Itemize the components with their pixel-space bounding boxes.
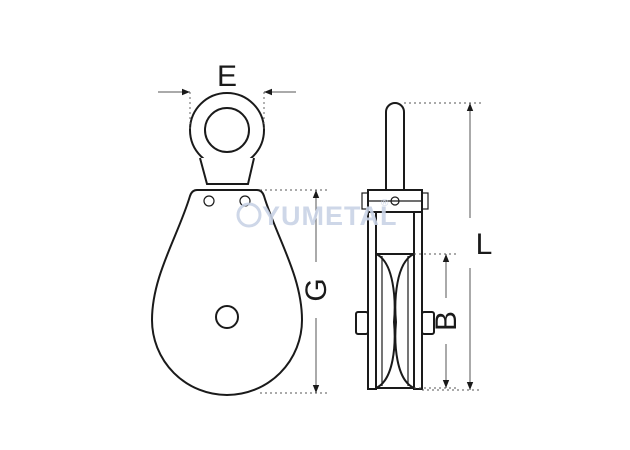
cheek-plate (150, 189, 304, 396)
side-view (355, 102, 435, 390)
side-eye-shank (385, 102, 405, 190)
dimension-b-label: B (430, 311, 463, 331)
rivet-left (203, 195, 215, 207)
side-head-bolt (390, 196, 400, 206)
watermark-logo: YUMETAL ® (236, 198, 398, 231)
dimension-l: L (404, 102, 493, 391)
side-plate-left (367, 211, 377, 390)
side-head-nut-left (361, 192, 369, 210)
side-head-nut-right (421, 192, 429, 210)
watermark-emblem-icon (236, 202, 262, 228)
dimension-g-label: G (300, 278, 333, 301)
watermark-text: YUMETAL (262, 201, 398, 231)
side-plate-right (413, 211, 423, 390)
axle-hole (215, 305, 239, 329)
eye-inner-hole (204, 107, 250, 153)
dimension-g: G (260, 189, 333, 394)
dimension-e-label: E (217, 60, 237, 93)
watermark-registered: ® (381, 198, 389, 209)
dimension-b: B (414, 253, 463, 389)
axle-end-left (355, 311, 369, 335)
dimension-l-label: L (476, 228, 493, 261)
eye-neck (199, 157, 255, 185)
front-view (150, 92, 304, 396)
axle-end-right (421, 311, 435, 335)
dimension-e: E (158, 60, 296, 130)
